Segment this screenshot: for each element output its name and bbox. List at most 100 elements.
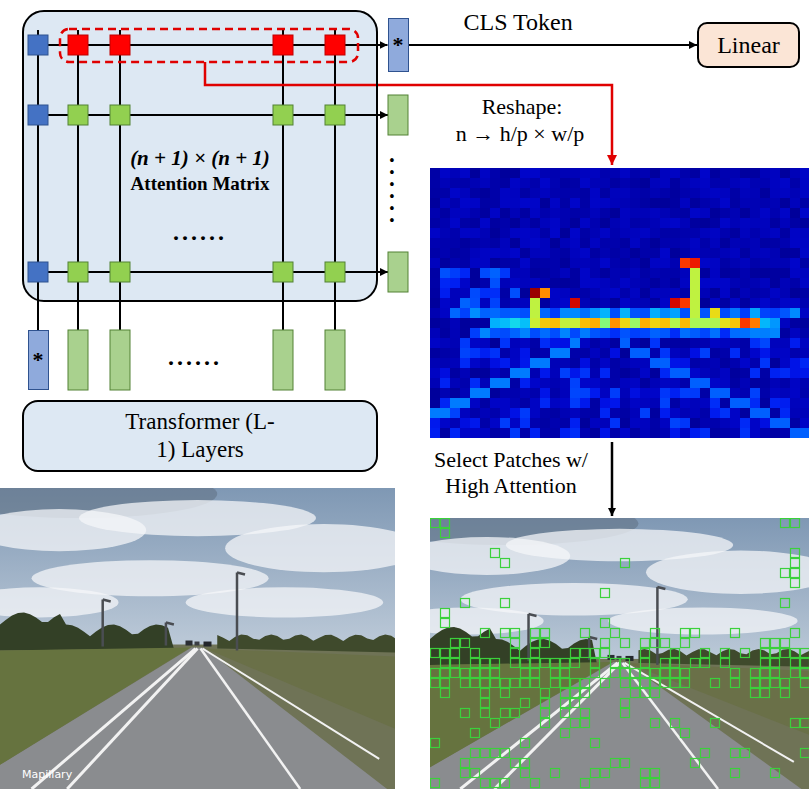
attention-heatmap — [690, 248, 700, 258]
attention-heatmap — [550, 198, 560, 208]
attention-heatmap — [450, 408, 460, 418]
selected-patches-photo — [501, 749, 510, 758]
attention-heatmap — [610, 228, 620, 238]
attention-heatmap — [500, 308, 510, 318]
selected-patches-photo — [671, 719, 680, 728]
attention-heatmap — [720, 168, 730, 178]
attention-heatmap — [770, 368, 780, 378]
attention-heatmap — [800, 188, 809, 198]
selected-patches-photo — [601, 679, 610, 688]
attention-heatmap — [430, 198, 440, 208]
attention-heatmap — [690, 298, 700, 308]
attention-heatmap — [620, 368, 630, 378]
attention-heatmap — [710, 168, 720, 178]
selected-patches-photo — [521, 669, 530, 678]
attention-heatmap — [590, 288, 600, 298]
selected-patches-photo — [651, 769, 660, 778]
attention-heatmap — [540, 408, 550, 418]
attention-cell — [68, 262, 88, 282]
selected-patches-photo — [681, 679, 690, 688]
attention-heatmap — [520, 318, 530, 328]
attention-heatmap — [680, 368, 690, 378]
attention-heatmap — [740, 428, 750, 438]
attention-heatmap — [750, 218, 760, 228]
attention-heatmap — [470, 218, 480, 228]
attention-heatmap — [740, 218, 750, 228]
attention-heatmap — [650, 398, 660, 408]
attention-heatmap — [430, 188, 440, 198]
selected-patches-photo — [541, 709, 550, 718]
selected-patches-photo — [471, 729, 480, 738]
attention-heatmap — [590, 358, 600, 368]
selected-patches-photo — [731, 679, 740, 688]
attention-heatmap — [590, 338, 600, 348]
attention-heatmap — [720, 278, 730, 288]
attention-heatmap — [780, 278, 790, 288]
attention-cell — [68, 105, 88, 125]
attention-heatmap — [610, 418, 620, 428]
attention-heatmap — [630, 188, 640, 198]
attention-heatmap — [700, 428, 710, 438]
selected-patches-photo — [431, 779, 440, 788]
attention-heatmap — [560, 178, 570, 188]
attention-heatmap — [470, 238, 480, 248]
selected-patches-photo — [641, 689, 650, 698]
selected-patches-photo — [657, 587, 665, 589]
attention-heatmap — [780, 378, 790, 388]
attention-heatmap — [470, 328, 480, 338]
attention-heatmap — [710, 218, 720, 228]
attention-heatmap — [670, 398, 680, 408]
selected-patches-photo — [691, 759, 700, 768]
selected-patches-photo — [461, 769, 470, 778]
attention-heatmap — [530, 198, 540, 208]
attention-heatmap — [580, 388, 590, 398]
selected-patches-photo — [461, 679, 470, 688]
attention-heatmap — [740, 248, 750, 258]
attention-heatmap — [650, 178, 660, 188]
input-token — [68, 330, 88, 390]
attention-heatmap — [500, 338, 510, 348]
attention-heatmap — [560, 348, 570, 358]
selected-patches-photo — [471, 649, 480, 658]
attention-heatmap — [520, 198, 530, 208]
attention-heatmap — [520, 168, 530, 178]
selected-patches-photo — [651, 669, 660, 678]
attention-heatmap — [570, 258, 580, 268]
attention-heatmap — [710, 298, 720, 308]
attention-heatmap — [470, 228, 480, 238]
label-wrap: ...... — [173, 220, 227, 244]
attention-heatmap — [470, 398, 480, 408]
attention-heatmap — [460, 178, 470, 188]
attention-heatmap — [520, 418, 530, 428]
attention-heatmap — [480, 428, 490, 438]
attention-heatmap — [440, 398, 450, 408]
attention-heatmap — [720, 258, 730, 268]
attention-heatmap — [540, 318, 550, 328]
selected-patches-photo — [461, 709, 470, 718]
attention-heatmap — [680, 238, 690, 248]
connector-arrow — [37, 302, 39, 330]
attention-heatmap — [530, 288, 540, 298]
attention-heatmap — [800, 178, 809, 188]
attention-heatmap — [760, 318, 770, 328]
attention-heatmap — [570, 348, 580, 358]
attention-heatmap — [450, 338, 460, 348]
attention-heatmap — [750, 428, 760, 438]
attention-heatmap — [510, 378, 520, 388]
attention-heatmap — [630, 278, 640, 288]
ellipsis: ...... — [386, 157, 410, 229]
attention-heatmap — [580, 408, 590, 418]
selected-patches-photo — [751, 689, 760, 698]
attention-heatmap — [560, 418, 570, 428]
attention-heatmap — [430, 308, 440, 318]
attention-heatmap — [440, 228, 450, 238]
attention-heatmap — [530, 278, 540, 288]
attention-heatmap — [730, 308, 740, 318]
attention-heatmap — [490, 238, 500, 248]
attention-heatmap — [770, 338, 780, 348]
attention-heatmap — [520, 238, 530, 248]
attention-heatmap — [710, 268, 720, 278]
attention-heatmap — [630, 328, 640, 338]
